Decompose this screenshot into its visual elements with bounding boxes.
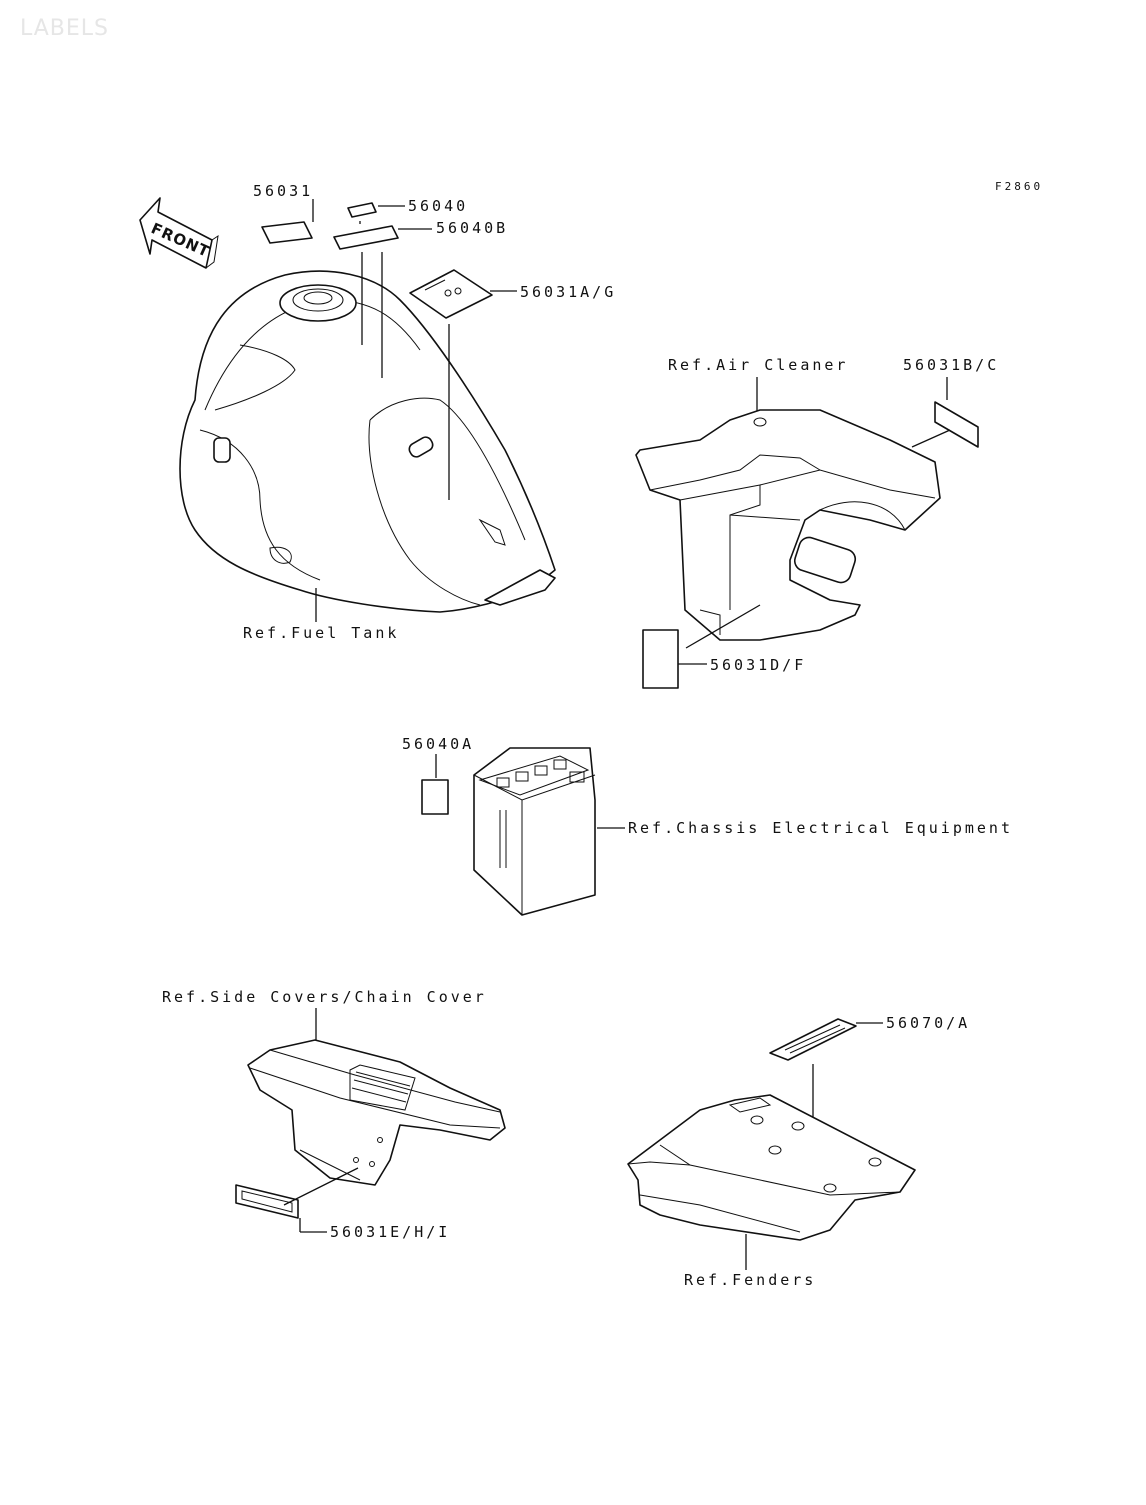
battery (473, 747, 596, 916)
label-56031ag: 56031A/G (520, 283, 616, 301)
decal-56040b (333, 225, 399, 250)
label-56070a: 56070/A (886, 1014, 970, 1032)
decal-56031df (642, 629, 679, 689)
decal-56070a (769, 1018, 857, 1061)
label-56031: 56031 (253, 182, 313, 200)
rear-fender (627, 1094, 916, 1241)
chain-cover (247, 1039, 506, 1186)
front-arrow-icon: FRONT (139, 197, 219, 269)
decal-56040 (347, 202, 377, 218)
label-56031bc: 56031B/C (903, 356, 999, 374)
ref-fuel-tank: Ref.Fuel Tank (243, 624, 399, 642)
ref-side-covers: Ref.Side Covers/Chain Cover (162, 988, 487, 1006)
label-56040a: 56040A (402, 735, 474, 753)
decal-56031bc (934, 401, 979, 448)
fuel-tank (179, 270, 556, 613)
ref-fenders: Ref.Fenders (684, 1271, 816, 1289)
label-56031ehi: 56031E/H/I (330, 1223, 450, 1241)
air-cleaner (635, 409, 941, 641)
decal-56031ehi (235, 1184, 299, 1219)
decal-56031 (261, 221, 313, 244)
label-56040: 56040 (408, 197, 468, 215)
decal-56040a (421, 779, 449, 815)
ref-air-cleaner: Ref.Air Cleaner (668, 356, 848, 374)
watermark-title: LABELS (20, 16, 110, 41)
ref-chassis-electrical: Ref.Chassis Electrical Equipment (628, 819, 1013, 837)
label-56040b: 56040B (436, 219, 508, 237)
figure-code: F2860 (995, 180, 1043, 193)
label-56031df: 56031D/F (710, 656, 806, 674)
